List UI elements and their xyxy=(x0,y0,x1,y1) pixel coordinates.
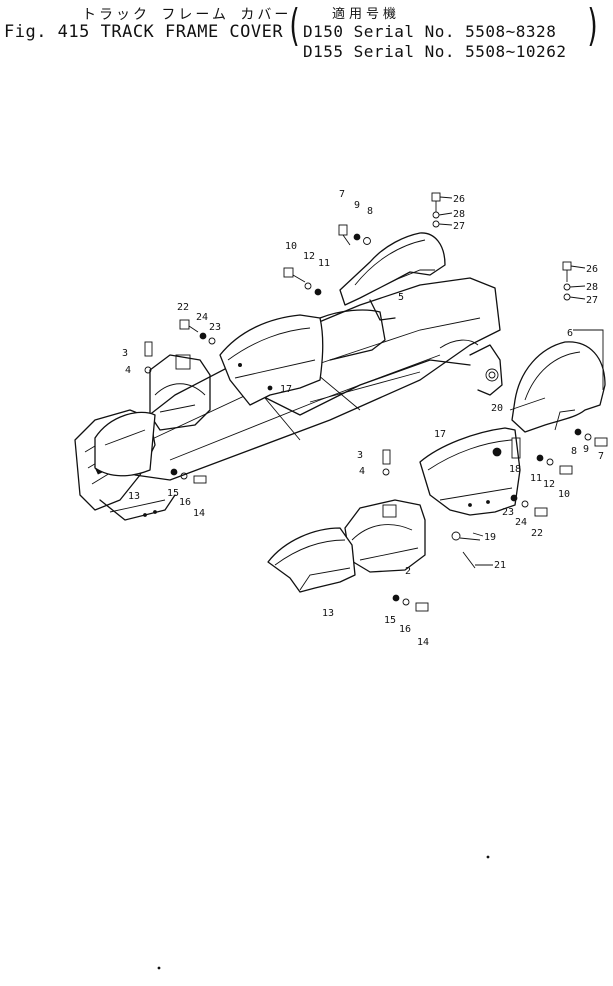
callout-9-right: 9 xyxy=(583,444,589,455)
callout-5: 5 xyxy=(398,292,404,303)
callout-24-left: 24 xyxy=(196,312,208,323)
cover-13-front-left xyxy=(94,411,156,477)
callout-28-top: 28 xyxy=(453,209,465,220)
callout-20: 20 xyxy=(491,403,503,414)
callout-4-center: 4 xyxy=(359,466,365,477)
callout-11-top: 11 xyxy=(318,258,330,269)
callout-labels: 7 9 8 26 28 27 10 12 11 5 26 28 27 6 22 … xyxy=(122,189,604,648)
callout-14-lower: 14 xyxy=(417,637,429,648)
serial-line-d155: D155 Serial No. 5508~10262 xyxy=(303,42,567,61)
callout-13-front: 13 xyxy=(128,491,140,502)
callout-11-right: 11 xyxy=(530,473,542,484)
callout-13-lower: 13 xyxy=(322,608,334,619)
cover-13-exploded xyxy=(267,527,356,593)
callout-16-lower: 16 xyxy=(399,624,411,635)
callout-16-front: 16 xyxy=(179,497,191,508)
callout-10-right: 10 xyxy=(558,489,570,500)
callout-21: 21 xyxy=(494,560,506,571)
callout-24-right: 24 xyxy=(515,517,527,528)
hardware-fasteners xyxy=(144,192,608,612)
callout-19: 19 xyxy=(484,532,496,543)
callout-23-right: 23 xyxy=(502,507,514,518)
cover-5-rear-top xyxy=(339,232,446,321)
applicable-models-label: 適用号機 xyxy=(332,7,401,22)
callout-12-right: 12 xyxy=(543,479,555,490)
japanese-title: トラック フレーム カバー xyxy=(82,7,292,23)
callout-14-front: 14 xyxy=(193,508,205,519)
callout-17-exploded: 17 xyxy=(434,429,446,440)
cover-17-exploded xyxy=(419,427,521,516)
callout-28-right: 28 xyxy=(586,282,598,293)
callout-22-left: 22 xyxy=(177,302,189,313)
callout-17-main: 17 xyxy=(280,384,292,395)
left-brace: ( xyxy=(289,0,300,51)
callout-3-left: 3 xyxy=(122,348,128,359)
callout-2: 2 xyxy=(405,566,411,577)
callout-8-top: 8 xyxy=(367,206,373,217)
callout-27-right: 27 xyxy=(586,295,598,306)
cover-17-main xyxy=(219,309,386,406)
callout-27-top: 27 xyxy=(453,221,465,232)
serial-line-d150: D150 Serial No. 5508~8328 xyxy=(303,22,557,41)
callout-7-right: 7 xyxy=(598,451,604,462)
bracket-2-exploded xyxy=(344,499,426,573)
callout-26-top: 26 xyxy=(453,194,465,205)
callout-3-center: 3 xyxy=(357,450,363,461)
callout-9-top: 9 xyxy=(354,200,360,211)
callout-15-front: 15 xyxy=(167,488,179,499)
leader-lines xyxy=(438,196,604,566)
callout-12-top: 12 xyxy=(303,251,315,262)
callout-23-left: 23 xyxy=(209,322,221,333)
callout-10-top: 10 xyxy=(285,241,297,252)
callout-18: 18 xyxy=(509,464,521,475)
figure-title: Fig. 415 TRACK FRAME COVER xyxy=(4,22,284,42)
callout-7-top: 7 xyxy=(339,189,345,200)
callout-15-lower: 15 xyxy=(384,615,396,626)
callout-26-right: 26 xyxy=(586,264,598,275)
callout-8-right: 8 xyxy=(571,446,577,457)
callout-6: 6 xyxy=(567,328,573,339)
callout-22-right: 22 xyxy=(531,528,543,539)
callout-4-left: 4 xyxy=(125,365,131,376)
cover-6-right xyxy=(509,341,606,433)
right-brace: ) xyxy=(587,0,598,51)
